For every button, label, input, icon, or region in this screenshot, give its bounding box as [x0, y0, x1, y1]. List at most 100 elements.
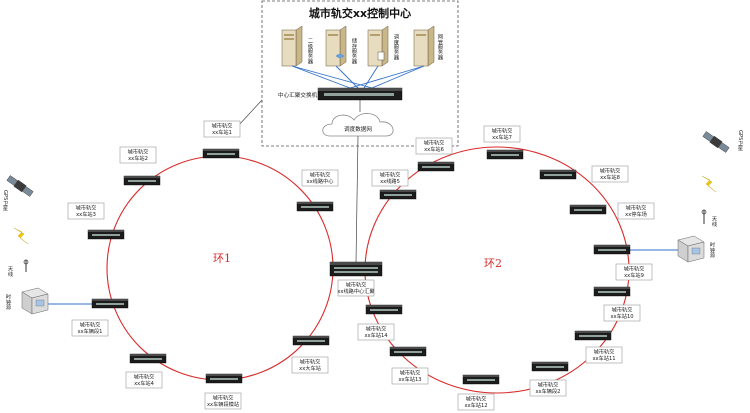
station-switch-r2-s12 [462, 374, 500, 385]
node-label-line1: 城市轨交 [300, 358, 321, 366]
server-label-2: 储存服务器 [351, 37, 357, 66]
left-gps-label: GPS卫星 [2, 190, 8, 211]
station-switch-r2-s5 [379, 189, 417, 200]
server-tower-3 [367, 25, 389, 67]
signal-bolt-icon [701, 175, 717, 193]
node-label-line1: 城市轨交 [624, 265, 645, 273]
node-label-line1: 城市轨交 [612, 306, 633, 314]
right-antenna-label: 天线 [711, 216, 717, 227]
station-switch-r1-top [202, 148, 240, 159]
node-label-line2: xx车站4 [134, 379, 155, 387]
right-clock-label: 时钟源 [709, 241, 715, 259]
node-label-line1: 城市轨交 [538, 381, 559, 389]
station-nodes: 城市轨交xx车站1城市轨交xx车站2城市轨交xx车站3城市轨交xx车辆段1城市轨… [67, 120, 655, 411]
signal-bolt-icon [13, 227, 29, 245]
server-tower-1 [281, 25, 303, 67]
node-label-line1: 城市轨交 [400, 369, 421, 377]
node-label-line2: xx车站11 [592, 354, 615, 362]
station-switch-r2-s8 [539, 169, 577, 180]
node-label-line2: xx车辆段2 [535, 387, 560, 395]
left-antenna-label: 天线 [7, 266, 13, 277]
station-switch-r2-s11 [574, 330, 612, 341]
clock-source-icon [677, 235, 705, 263]
network-cloud: 调度数据网 [322, 100, 394, 137]
node-label-line1: 城市轨交 [380, 171, 401, 179]
server-label-3: 调度服务器 [393, 33, 399, 62]
node-label-line1: 城市轨交 [213, 394, 234, 402]
ring-1 [106, 155, 334, 381]
node-label-line2: xx车辆段1 [77, 327, 102, 335]
antenna-icon [701, 209, 707, 224]
station-switch-r2-depot2 [531, 361, 569, 372]
core-switch-label: 中心汇聚交换机 [278, 91, 318, 99]
node-label-line1: 城市轨交 [128, 148, 149, 156]
station-switch-r1-s2 [123, 175, 161, 186]
node-label-line2: xx车辆段模站 [207, 400, 239, 408]
node-label-line2: xx车站10 [610, 312, 633, 320]
station-switch-r2-s9 [593, 244, 631, 255]
station-switch-r2-s14 [365, 304, 403, 315]
ring-1-label: 环1 [213, 252, 231, 265]
station-switch-r1-depot1 [91, 298, 129, 309]
station-switch-r1-dajia [292, 335, 330, 346]
station-switch-r2-s7 [486, 149, 524, 160]
station-switch-r1-linectr [296, 201, 334, 212]
station-switch-r2-s10 [593, 286, 631, 297]
cloud-label: 调度数据网 [344, 125, 372, 133]
node-label-line2: xx车站14 [364, 331, 388, 339]
node-label-line2: xx车站1 [212, 128, 232, 136]
node-label-line2: xx车站13 [398, 375, 421, 383]
node-label-line2: xx线路5 [380, 177, 400, 185]
node-label-line1: 城市轨交 [466, 395, 487, 403]
antenna-icon [23, 259, 29, 272]
node-label-line1: 城市轨交 [366, 325, 387, 333]
server-tower-4 [413, 25, 435, 67]
left-gps-group: GPS卫星 天线 时钟源 [2, 175, 92, 315]
control-center-title: 城市轨交xx控制中心 [309, 6, 411, 20]
node-label-line2: xx车站3 [76, 210, 96, 218]
node-label-line2: xx车站6 [424, 145, 444, 153]
node-label-line2: xx车站9 [624, 271, 644, 279]
satellite-icon [6, 175, 34, 197]
node-label-line1: 城市轨交 [76, 204, 97, 212]
server-group: 二级服务器 储存服务器 调度服务器 网管服务器 [281, 25, 443, 67]
node-label-line1: 城市轨交 [134, 373, 155, 381]
core-switch [317, 87, 403, 101]
server-label-1: 二级服务器 [307, 38, 313, 65]
server-links [291, 65, 425, 89]
satellite-icon [702, 131, 730, 153]
node-label-line1: 城市轨交 [310, 171, 331, 179]
node-label-line1: 城市轨交 [212, 122, 233, 130]
node-label-line2: xx大车站 [299, 364, 321, 372]
node-label-line2: xx车站2 [128, 154, 148, 162]
ring-2-label: 环2 [484, 257, 502, 270]
station-switch-r2-s6 [417, 161, 455, 172]
server-tower-2 [325, 25, 347, 67]
node-label-line2: xx线路中心 [307, 177, 334, 185]
node-label-line2: xx停车场 [625, 210, 647, 218]
node-label-line1: 城市轨交 [346, 281, 367, 289]
node-label-line1: 城市轨交 [626, 204, 647, 212]
center-hub-switch [329, 261, 383, 277]
node-label-line1: 城市轨交 [600, 167, 621, 175]
node-label-line2: xx车站7 [492, 133, 512, 141]
station-switch-r2-yard [569, 204, 607, 215]
right-gps-group: GPS卫星 天线 时钟源 [630, 130, 743, 263]
